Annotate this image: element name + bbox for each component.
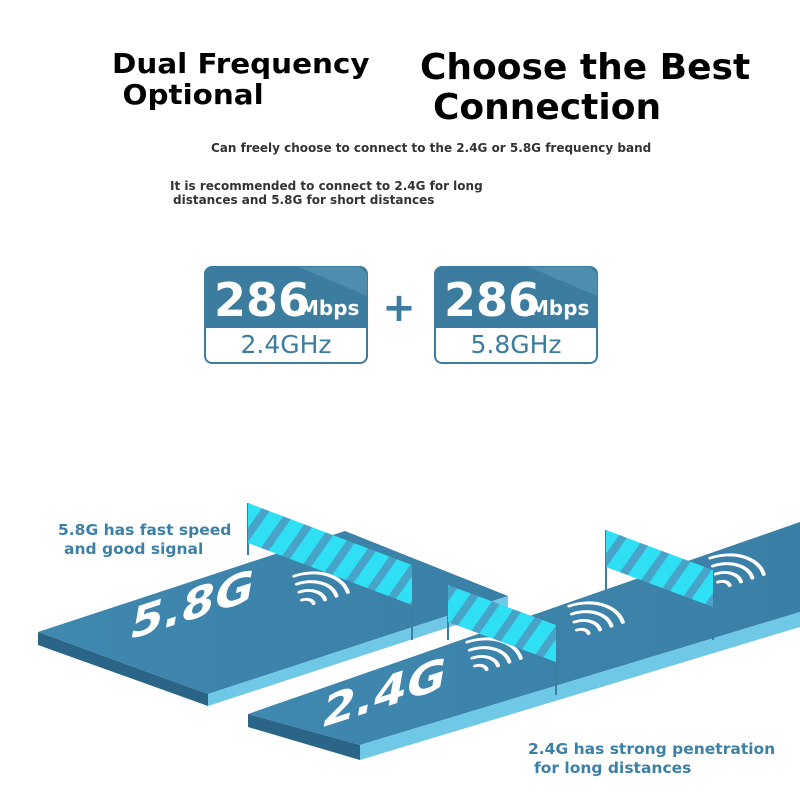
wifi-signal-icon	[292, 571, 350, 606]
flag-icon	[247, 503, 413, 640]
recommendation-line1: It is recommended to connect to 2.4G for…	[170, 179, 483, 193]
badge-5-8-speed: 286	[444, 273, 540, 327]
badge-5-8-band: 5.8GHz	[470, 330, 561, 359]
badge-2-4-unit: Mbps	[299, 296, 359, 320]
heading-left-line2: Optional	[122, 78, 264, 111]
note-5-8g-line1: 5.8G has fast speed	[58, 521, 232, 539]
note-2-4g: 2.4G has strong penetration for long dis…	[528, 740, 800, 778]
recommendation-line2: distances and 5.8G for short distances	[173, 193, 435, 207]
heading-dual-frequency: Dual Frequency Optional	[112, 48, 417, 110]
badge-2-4ghz: 286 Mbps 2.4GHz	[204, 266, 368, 364]
recommendation: It is recommended to connect to 2.4G for…	[170, 179, 520, 207]
note-2-4g-line1: 2.4G has strong penetration	[528, 740, 776, 758]
badge-5-8-unit: Mbps	[529, 296, 589, 320]
badge-2-4-speed: 286	[214, 273, 310, 327]
wifi-signal-icon	[567, 601, 625, 636]
frequency-platforms-illustration: 5.8G 2.4G	[38, 503, 800, 760]
heading-choose-best: Choose the Best Connection	[420, 48, 800, 128]
heading-left-line1: Dual Frequency	[112, 47, 370, 80]
flag-icon	[447, 585, 557, 695]
badge-5-8ghz: 286 Mbps 5.8GHz	[434, 266, 598, 364]
heading-right-line2: Connection	[433, 87, 662, 128]
badge-2-4-band: 2.4GHz	[240, 330, 331, 359]
note-5-8g: 5.8G has fast speed and good signal	[58, 521, 278, 559]
note-2-4g-line2: for long distances	[534, 759, 692, 777]
wifi-signal-icon	[708, 553, 766, 588]
plus-sign: +	[382, 285, 416, 331]
subtitle: Can freely choose to connect to the 2.4G…	[211, 141, 652, 155]
heading-right-line1: Choose the Best	[420, 47, 751, 88]
note-5-8g-line2: and good signal	[64, 540, 204, 558]
flag-icon	[605, 530, 714, 640]
